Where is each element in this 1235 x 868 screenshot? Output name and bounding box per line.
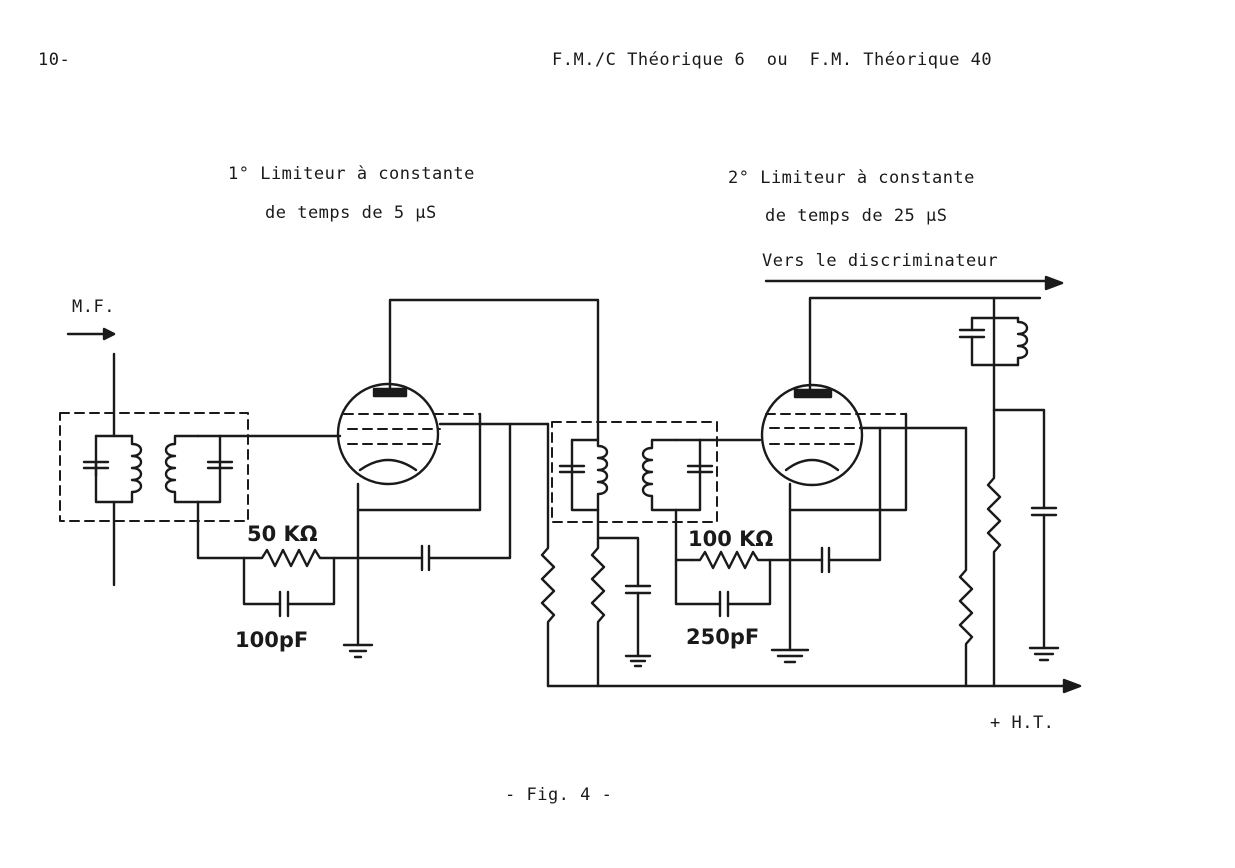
resistor2-network: [674, 550, 792, 618]
limiter1-caption-line1: 1° Limiteur à constante: [228, 164, 475, 184]
coupling-capacitor2: [788, 426, 882, 574]
capacitor1-value: 100pF: [235, 628, 309, 652]
running-title: F.M./C Théorique 6 ou F.M. Théorique 40: [552, 50, 993, 70]
output-tank: [958, 296, 1060, 688]
input-arrow: [66, 327, 116, 341]
resistor1-network: [242, 548, 360, 618]
interstage-transformer: [551, 421, 762, 688]
limiter2-caption-line1: 2° Limiteur à constante: [728, 168, 975, 188]
resistor1-value: 50 KΩ: [247, 522, 318, 546]
tube1: [336, 298, 600, 659]
page-number: 10-: [38, 50, 71, 70]
ht-rail: [546, 678, 1082, 694]
output-label: Vers le discriminateur: [762, 251, 999, 271]
resistor2-value: 100 KΩ: [688, 527, 774, 551]
input-label: M.F.: [72, 297, 115, 317]
capacitor2-value: 250pF: [686, 625, 760, 649]
figure-caption: - Fig. 4 -: [505, 785, 613, 805]
input-transformer: [59, 352, 342, 587]
tube2: [760, 275, 1064, 688]
ht-label: + H.T.: [990, 713, 1055, 733]
anode-resistor1: [540, 422, 556, 688]
coupling-capacitor1: [356, 422, 512, 572]
limiter1-caption-line2: de temps de 5 µS: [265, 203, 437, 223]
limiter2-caption-line2: de temps de 25 µS: [765, 206, 948, 226]
